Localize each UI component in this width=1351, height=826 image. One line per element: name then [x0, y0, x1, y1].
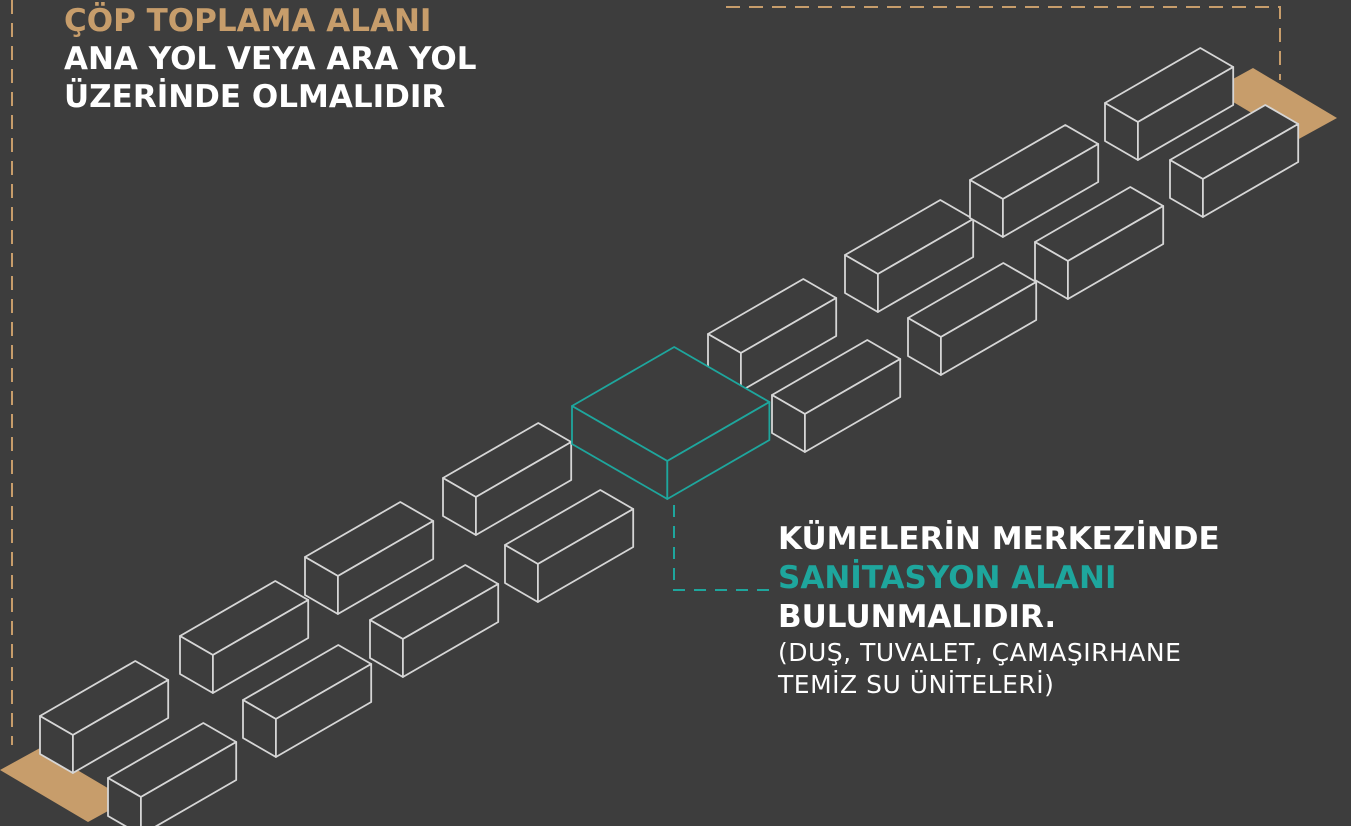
container-box-side [1202, 123, 1300, 218]
container-box-side [940, 281, 1038, 376]
container-box-side [211, 599, 310, 694]
container-box-side [139, 741, 238, 826]
container-box [1169, 104, 1300, 218]
container-box-side [336, 520, 435, 615]
garbage-note-line-2: ANA YOL VEYA ARA YOL [64, 41, 477, 77]
container-box [907, 262, 1038, 376]
container-box-side [72, 679, 170, 774]
container-box [369, 564, 500, 678]
top-right-dashed-guide [726, 6, 1281, 80]
container-box [771, 339, 902, 453]
garbage-pad-left [0, 748, 128, 822]
container-box [304, 501, 435, 615]
container-box-side [877, 218, 975, 313]
container-box [969, 124, 1100, 238]
container-box [107, 722, 238, 826]
container-box [242, 644, 373, 758]
container-box-side [274, 663, 373, 758]
container-box-side [1067, 205, 1165, 300]
container-box-side [537, 508, 635, 603]
sanitation-note-line-1: KÜMELERİN MERKEZİNDE [778, 521, 1220, 557]
garbage-area-title: ÇÖP TOPLAMA ALANI [64, 3, 432, 39]
container-box [179, 580, 310, 694]
garbage-pad-right [1213, 68, 1337, 140]
sanitation-block-side [666, 401, 771, 500]
container-box [1104, 47, 1235, 161]
container-box-side [474, 441, 573, 536]
sanitation-detail-2: TEMİZ SU ÜNİTELERİ) [778, 670, 1055, 699]
container-box-side [804, 358, 902, 453]
container-box [39, 660, 170, 774]
container-box-side [740, 297, 838, 392]
garbage-note-line-3: ÜZERİNDE OLMALIDIR [64, 79, 446, 115]
sanitation-area-title: SANİTASYON ALANI [778, 560, 1117, 596]
container-box [844, 199, 975, 313]
container-box-side [401, 583, 500, 678]
sanitation-note: KÜMELERİN MERKEZİNDE SANİTASYON ALANI BU… [778, 520, 1220, 701]
sanitation-detail-1: (DUŞ, TUVALET, ÇAMAŞIRHANE [778, 638, 1182, 667]
container-box [1034, 186, 1165, 300]
container-box-side [1002, 143, 1100, 238]
container-box [504, 489, 635, 603]
container-box [707, 278, 838, 392]
container-box-front [107, 777, 142, 826]
sanitation-block [571, 346, 771, 500]
sanitation-leader-line [673, 505, 770, 591]
garbage-collection-note: ÇÖP TOPLAMA ALANI ANA YOL VEYA ARA YOL Ü… [64, 2, 477, 116]
sanitation-note-line-3: BULUNMALIDIR. [778, 599, 1057, 635]
container-box-side [1137, 66, 1235, 161]
